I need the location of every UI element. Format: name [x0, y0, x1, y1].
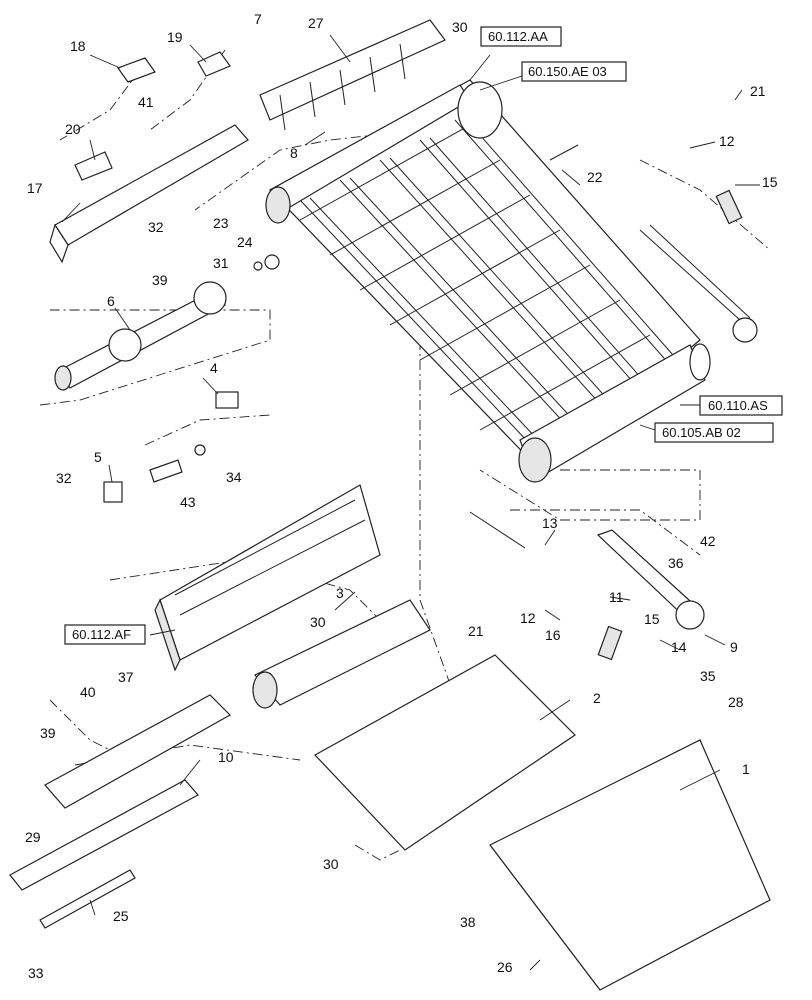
callout-label: 24: [237, 234, 253, 250]
callout-label: 20: [65, 121, 81, 137]
callout-label: 15: [644, 611, 660, 627]
callout-label: 15: [762, 174, 778, 190]
reference-box: 60.105.AB 02: [654, 422, 774, 443]
callout-label: 43: [180, 494, 196, 510]
callout-label: 4: [210, 360, 218, 376]
callout-label: 31: [213, 255, 229, 271]
callout-label: 35: [700, 668, 716, 684]
callout-label: 25: [113, 908, 129, 924]
callout-label: 38: [460, 914, 476, 930]
part-15-spring-lower: [597, 625, 623, 661]
callout-label: 32: [56, 470, 72, 486]
callout-label: 9: [730, 639, 738, 655]
part-22-pin: [549, 144, 579, 161]
reference-label: 60.112.AA: [488, 29, 548, 44]
callout-label: 36: [668, 555, 684, 571]
part-6-sprocket-shaft: [54, 281, 227, 391]
callout-label: 3: [336, 585, 344, 601]
lower-feeder-housing: [154, 484, 381, 672]
callout-label: 29: [25, 829, 41, 845]
callout-label: 18: [70, 38, 86, 54]
callout-label: 28: [728, 694, 744, 710]
callout-label: 13: [542, 515, 558, 531]
part-19-bracket: [197, 51, 231, 77]
part-2-floor-plate: [314, 654, 576, 851]
part-5-bearing: [103, 481, 123, 503]
reference-box: 60.150.AE 03: [521, 61, 627, 82]
callout-label: 8: [290, 145, 298, 161]
feeder-chain-conveyor: [265, 79, 758, 483]
part-20-bracket: [74, 151, 113, 181]
part-43-bushing: [149, 459, 183, 483]
callout-label: 21: [750, 83, 766, 99]
part-9-tensioner-arm: [596, 529, 705, 630]
conveyor-slats: [299, 124, 651, 431]
callout-label: 14: [671, 639, 687, 655]
callout-label: 27: [308, 15, 324, 31]
callout-label: 5: [94, 449, 102, 465]
reference-label: 60.110.AS: [708, 398, 768, 413]
callout-label: 33: [28, 965, 44, 981]
callout-label: 1: [742, 761, 750, 777]
reference-box: 60.112.AF: [64, 624, 146, 645]
callout-label: 30: [452, 19, 468, 35]
part-18-bracket: [117, 57, 156, 83]
rake-teeth-row: [259, 19, 446, 131]
part-25-strip: [39, 869, 136, 929]
part-15-spring-upper: [715, 189, 743, 225]
callout-labels: 1 2 3 4 5 6 7 8 9 10 11 12 12 13 14 15 1…: [25, 11, 778, 981]
reference-label: 60.150.AE 03: [528, 64, 607, 79]
leader-lines: [61, 34, 760, 971]
callout-label: 40: [80, 684, 96, 700]
reference-label: 60.112.AF: [72, 627, 131, 642]
part-13-rod: [469, 511, 526, 549]
callout-label: 12: [719, 133, 735, 149]
callout-label: 7: [254, 11, 262, 27]
callout-label: 32: [148, 219, 164, 235]
callout-label: 26: [497, 959, 513, 975]
callout-label: 41: [138, 94, 154, 110]
part-1-floor-plate: [489, 739, 771, 991]
callout-label: 6: [107, 293, 115, 309]
callout-label: 42: [700, 533, 716, 549]
callout-label: 10: [218, 749, 234, 765]
part-4-bearing: [215, 391, 239, 409]
callout-label: 30: [323, 856, 339, 872]
callout-label: 30: [310, 614, 326, 630]
part-3-nose-plate: [252, 599, 431, 709]
reference-box: 60.110.AS: [699, 395, 783, 416]
reference-label: 60.105.AB 02: [662, 425, 741, 440]
callout-label: 23: [213, 215, 229, 231]
callout-label: 39: [152, 272, 168, 288]
callout-label: 39: [40, 725, 56, 741]
callout-label: 17: [27, 180, 43, 196]
part-23-washer: [264, 254, 280, 270]
callout-label: 34: [226, 469, 242, 485]
part-10-strip: [9, 779, 199, 891]
callout-label: 19: [167, 29, 183, 45]
part-17-support-bar: [49, 124, 249, 264]
callout-label: 11: [609, 589, 624, 605]
callout-label: 12: [520, 610, 536, 626]
callout-label: 21: [468, 623, 484, 639]
part-34-ring: [194, 444, 206, 456]
part-29-strip: [44, 694, 231, 809]
callout-label: 16: [545, 627, 561, 643]
part-24-washer: [253, 261, 263, 271]
callout-label: 22: [587, 169, 603, 185]
callout-label: 2: [593, 690, 601, 706]
reference-boxes: 60.112.AA 60.150.AE 03 60.110.AS 60.105.…: [64, 26, 783, 645]
reference-box: 60.112.AA: [480, 26, 562, 47]
callout-label: 37: [118, 669, 134, 685]
